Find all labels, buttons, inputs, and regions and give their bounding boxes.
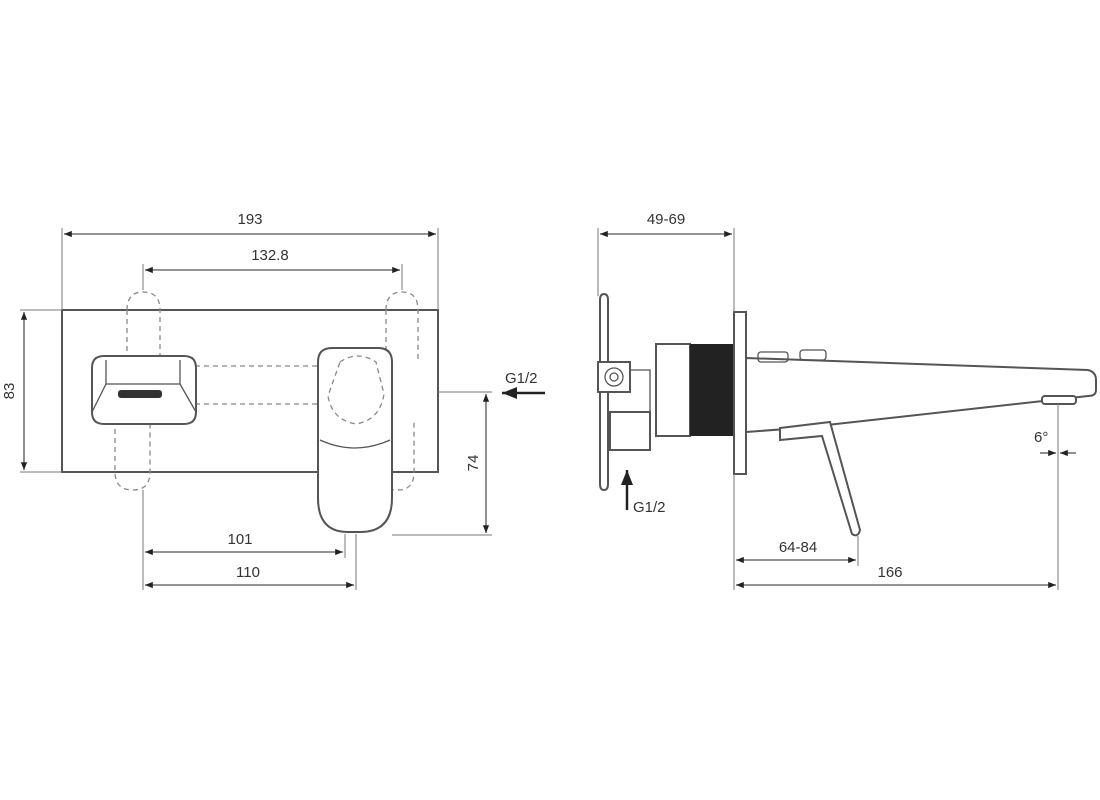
lever-front xyxy=(317,347,393,533)
dim-width-overall: 193 xyxy=(237,211,262,228)
dim-spout-drop: 74 xyxy=(465,455,482,472)
wall-plate-side xyxy=(733,311,747,475)
dim-to-lever: 101 xyxy=(227,531,252,548)
aerator-side xyxy=(1041,395,1077,405)
hidden-mounting-holes xyxy=(114,291,419,491)
front-inlet-label: G1/2 xyxy=(505,370,538,387)
front-view: 193 132.8 83 74 101 110 G1/2 xyxy=(1,211,545,590)
dim-spout-angle: 6° xyxy=(1034,429,1048,446)
valve-body xyxy=(655,343,691,437)
dim-plate-height: 83 xyxy=(1,383,18,400)
dim-to-lever-edge: 110 xyxy=(236,564,260,581)
spout-front xyxy=(91,355,197,425)
dim-lever-reach: 64-84 xyxy=(779,539,817,556)
aerator xyxy=(118,390,162,398)
dim-spout-length: 166 xyxy=(877,564,902,581)
threaded-sleeve xyxy=(690,344,734,436)
side-view: 49-69 G1/2 64-84 166 6° xyxy=(597,211,1097,590)
spout-side xyxy=(745,356,1097,434)
dim-wall-depth: 49-69 xyxy=(647,211,685,228)
valve-nut xyxy=(597,361,631,393)
lever-side xyxy=(779,420,862,537)
side-inlet-label: G1/2 xyxy=(633,499,666,516)
dim-hole-spacing: 132.8 xyxy=(251,247,289,264)
